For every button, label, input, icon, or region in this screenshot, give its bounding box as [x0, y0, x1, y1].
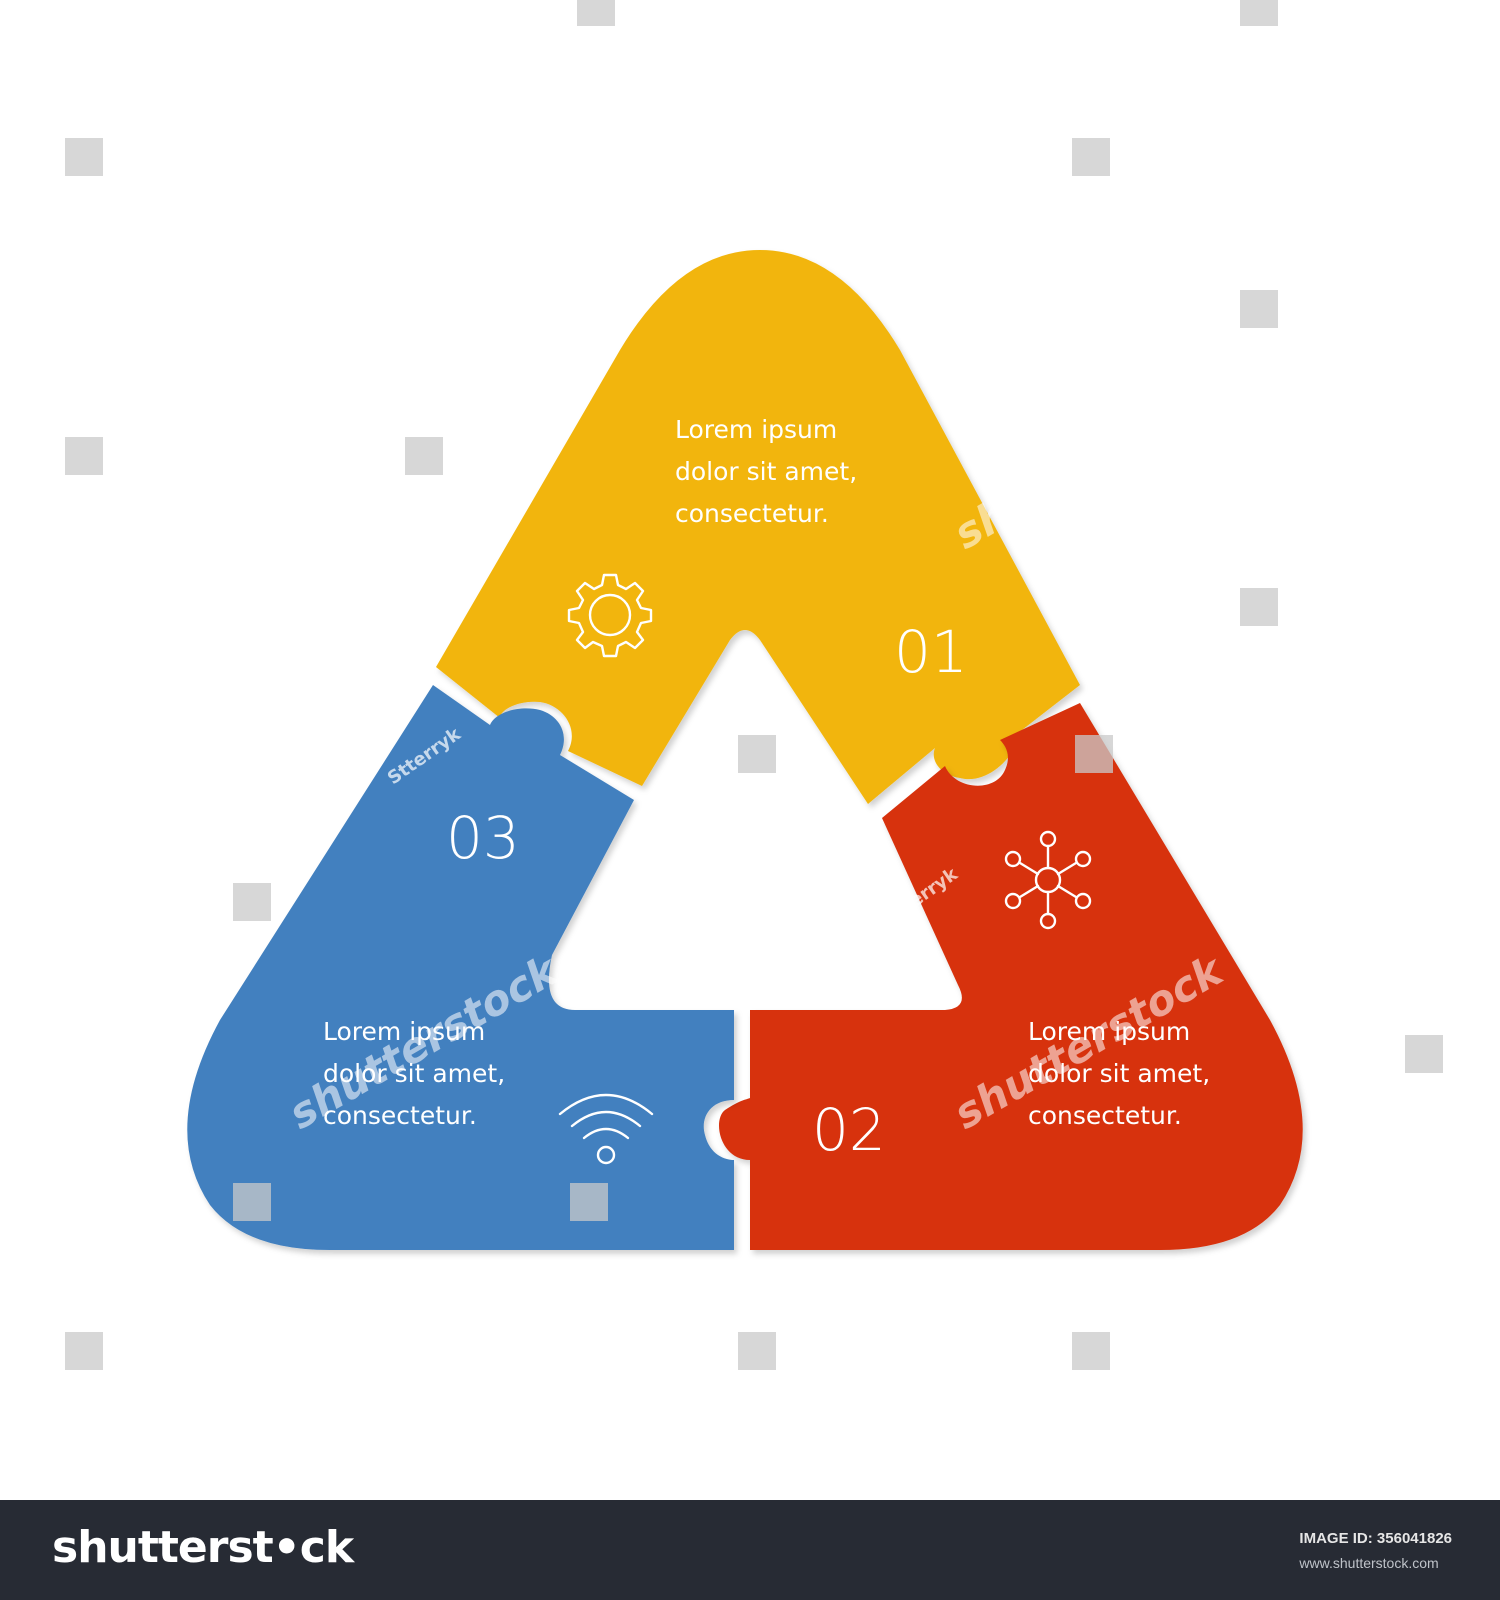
segment-03-shape	[187, 685, 735, 1250]
segment-02-shape	[718, 703, 1303, 1250]
segment-02-text: Lorem ipsum dolor sit amet, consectetur.	[1028, 1017, 1210, 1130]
segment-01-number: 01	[894, 618, 968, 686]
segment-01-line-2: dolor sit amet,	[675, 457, 857, 486]
segment-01-line-1: Lorem ipsum	[675, 415, 837, 444]
segment-02-line-2: dolor sit amet,	[1028, 1059, 1210, 1088]
segment-03-line-3: consectetur.	[323, 1101, 477, 1130]
segment-01-text: Lorem ipsum dolor sit amet, consectetur.	[675, 415, 857, 528]
image-id-label: IMAGE ID: 356041826	[1299, 1530, 1452, 1547]
footer-meta: IMAGE ID: 356041826 www.shutterstock.com	[1299, 1530, 1452, 1571]
segment-03-number: 03	[446, 804, 520, 872]
watermark-text: shutterstock	[946, 364, 1234, 558]
wifi-icon	[558, 1093, 654, 1165]
network-hub-icon	[1004, 830, 1092, 930]
segment-03-text: Lorem ipsum dolor sit amet, consectetur.	[323, 1017, 505, 1130]
segment-02-line-3: consectetur.	[1028, 1101, 1182, 1130]
segment-03-line-1: Lorem ipsum	[323, 1017, 485, 1046]
infographic-diagram: Lorem ipsum dolor sit amet, consectetur.…	[65, 0, 1443, 1370]
segment-03-line-2: dolor sit amet,	[323, 1059, 505, 1088]
segment-02-number: 02	[812, 1096, 886, 1164]
segment-01-line-3: consectetur.	[675, 499, 829, 528]
footer-url: www.shutterstock.com	[1299, 1555, 1439, 1571]
segment-01-shape	[436, 250, 1080, 804]
segment-02-line-1: Lorem ipsum	[1028, 1017, 1190, 1046]
footer-logo: shutterst•ck	[52, 1522, 354, 1573]
gear-icon	[567, 573, 653, 658]
stock-footer-bar: shutterst•ck IMAGE ID: 356041826 www.shu…	[0, 1500, 1500, 1600]
